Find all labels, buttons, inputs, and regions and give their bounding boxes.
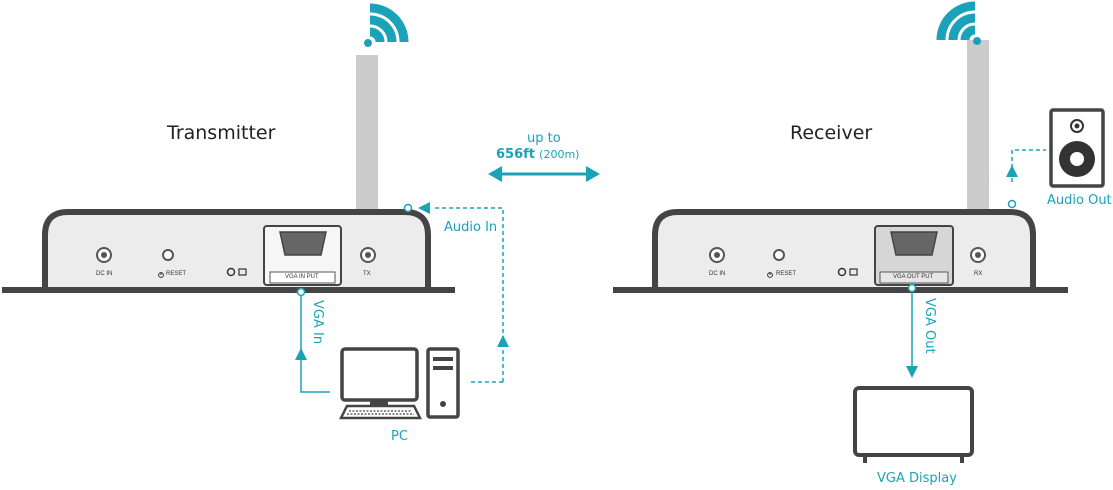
rx-antenna-connector [970,247,986,263]
display-label: VGA Display [877,471,957,486]
tx-indicator-icons [226,267,247,277]
tx-vga-port-label: VGA IN PUT [285,274,319,280]
tx-vga-port [263,225,342,286]
speaker-icon [1049,108,1105,188]
audio-out-label: Audio Out [1047,193,1112,208]
tx-dc-in-label: DC IN [96,271,113,277]
transmitter-device [2,3,455,293]
rx-wifi-icon [936,1,976,41]
audio-out-link [1007,149,1046,209]
pc-monitor-icon [340,347,419,406]
range-label-line1: up to [527,131,561,146]
tx-reset-label: RESET [166,271,187,277]
audio-in-label: Audio In [444,220,498,235]
rx-power-icon [767,272,773,278]
tx-power-icon [158,272,164,278]
vga-out-label: VGA Out [922,298,937,354]
pc-tower-icon [426,347,460,419]
tx-wifi-icon [369,3,409,43]
vga-out-link [907,283,917,368]
range-distance: 656ft [496,147,536,162]
pc-keyboard-icon [338,404,423,420]
rx-indicator-icons [837,267,858,277]
tx-reset-button [162,249,174,261]
audio-in-link [403,203,504,383]
rx-vga-port [874,225,954,286]
tx-antenna-connector [360,247,376,263]
receiver-device [613,1,1068,293]
range-label-line2: 656ft (200m) [496,147,579,162]
rx-antenna-label: RX [974,271,983,277]
rx-dc-in-label: DC IN [709,271,726,277]
rx-antenna-mast [967,40,989,245]
transmitter-title: Transmitter [167,122,276,144]
rx-reset-label: RESET [776,271,797,277]
rx-vga-port-label: VGA OUT PUT [893,274,934,280]
range-metric: (200m) [539,148,580,161]
rx-reset-button [773,249,785,261]
rx-dc-in-jack [709,247,725,263]
pc-label: PC [391,429,408,444]
tx-antenna-label: TX [363,271,371,277]
receiver-title: Receiver [790,122,873,144]
vga-in-label: VGA In [310,300,325,345]
range-double-arrow [488,166,600,182]
tx-dc-in-jack [96,247,112,263]
vga-display-icon [853,386,974,463]
vga-in-link [296,287,330,393]
tx-antenna-mast [356,55,378,240]
